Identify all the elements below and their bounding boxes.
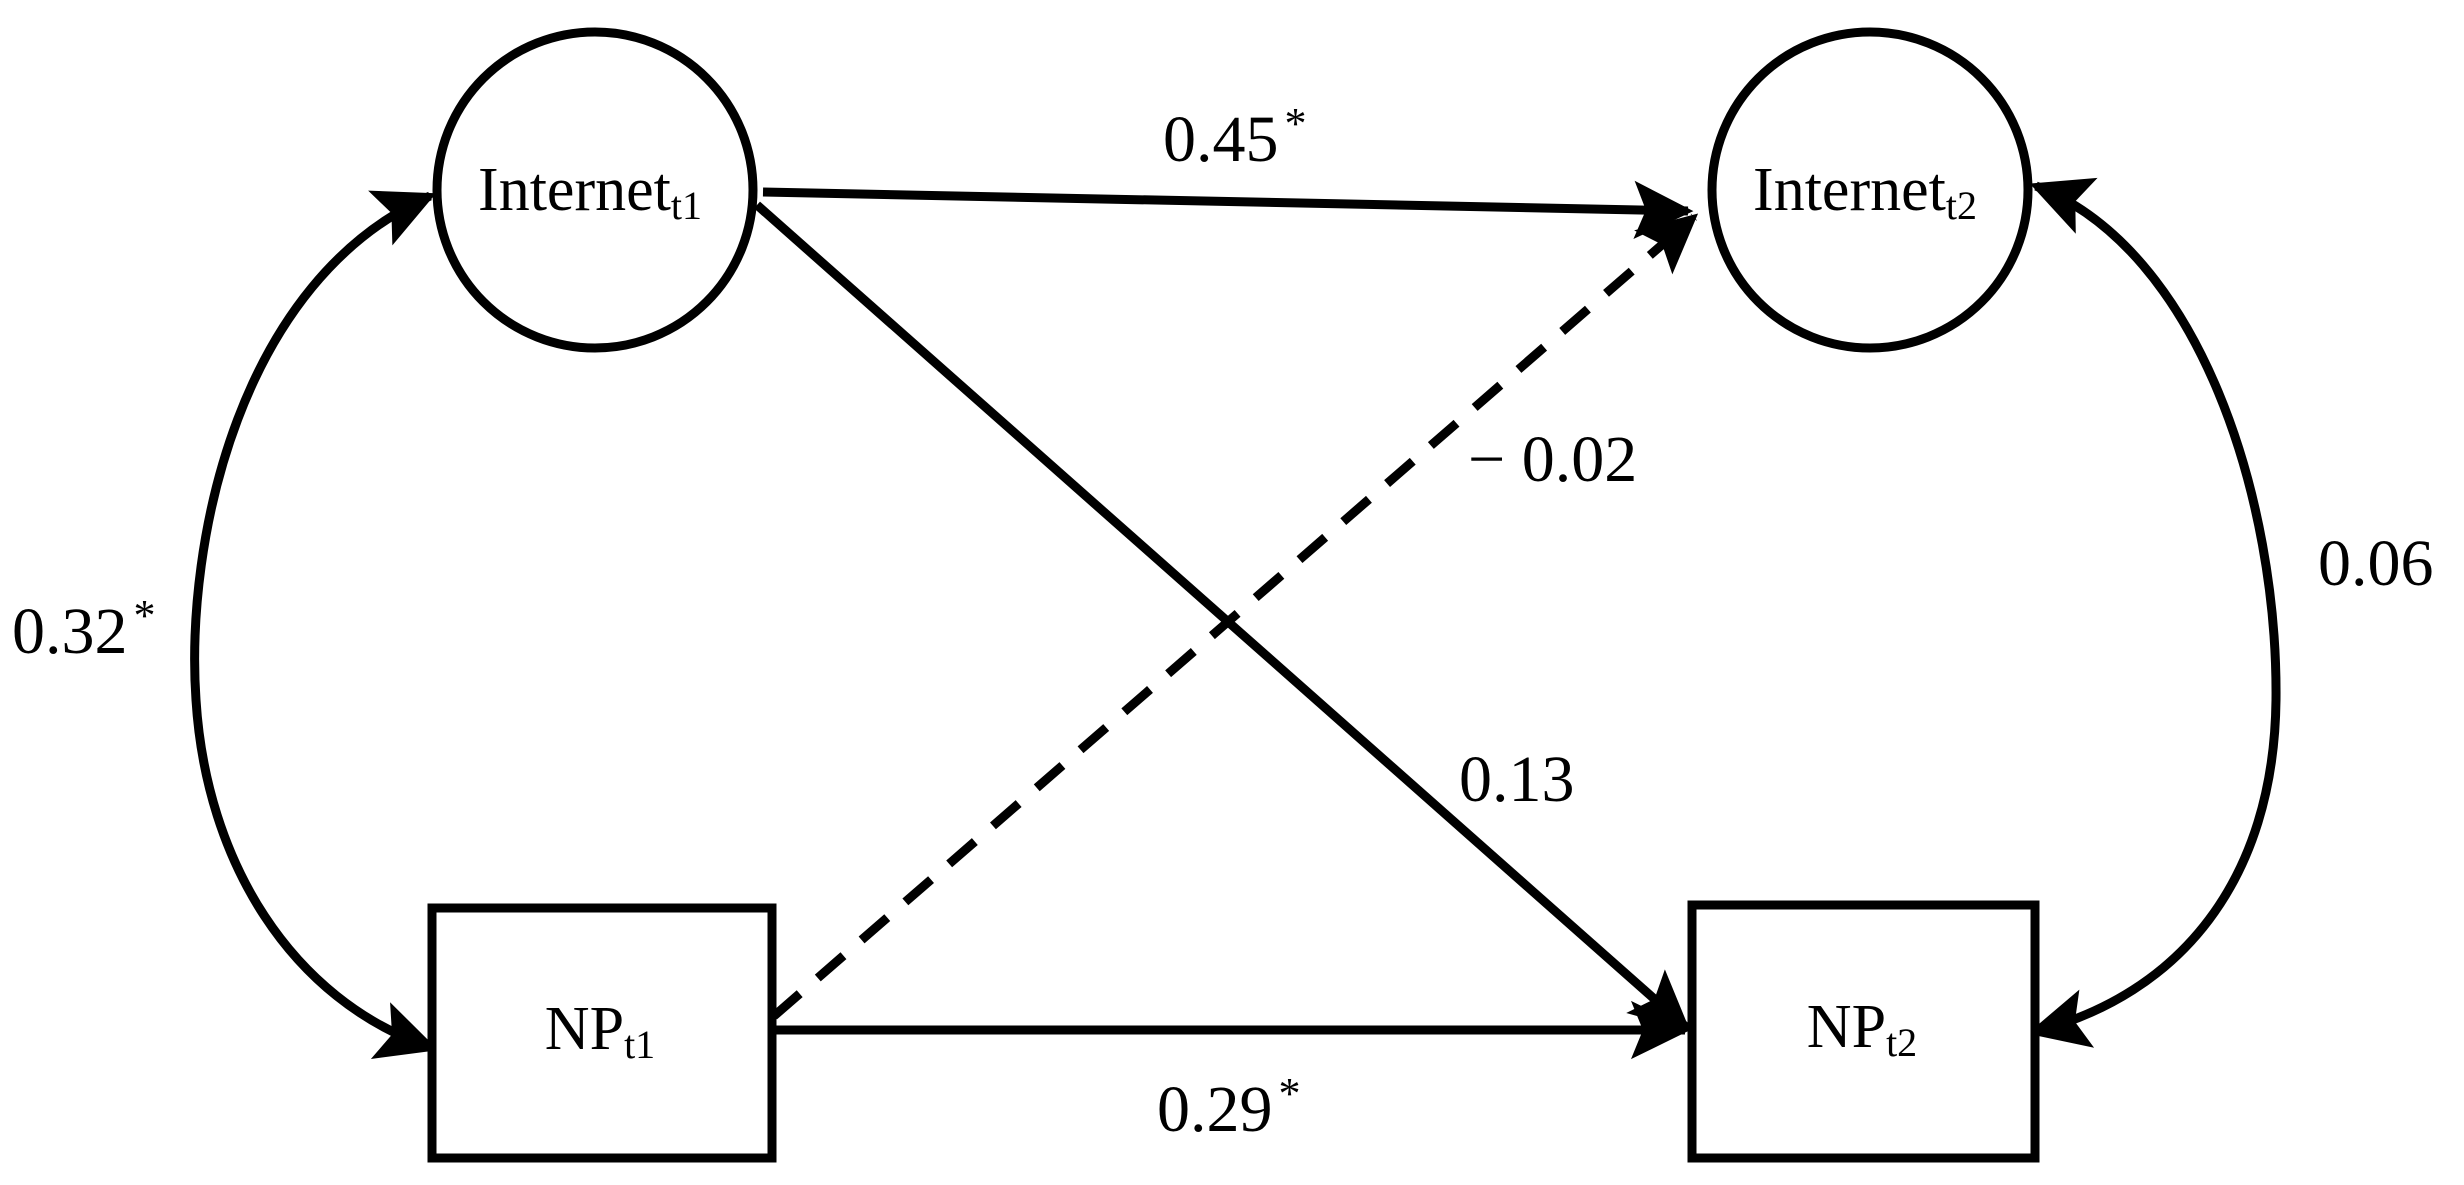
edge-label-value-045: 0.45 <box>1163 103 1279 176</box>
edge-internet-t1-with-np-t1 <box>190 190 439 1059</box>
edge-label-np-t1-to-internet-t2: − 0.02 <box>1468 418 1643 498</box>
node-np-t2-label-main: NP <box>1807 993 1886 1061</box>
node-np-t1-label-main: NP <box>545 995 624 1063</box>
edge-internet-t1-to-np-t2 <box>754 201 1691 1031</box>
edge-internet-t2-with-np-t2 <box>2027 177 2281 1048</box>
edge-label-internet-t1-to-internet-t2: 0.45* <box>1163 98 1307 178</box>
node-np-t2[interactable]: NPt2 <box>1687 900 2040 1163</box>
node-internet-t2[interactable]: Internett2 <box>1707 27 2033 353</box>
node-np-t2-label-sub: t2 <box>1886 1020 1917 1065</box>
node-np-t2-rect <box>1687 900 2040 1163</box>
node-np-t1[interactable]: NPt1 <box>427 903 777 1163</box>
node-internet-t1-label-main: Internet <box>478 156 671 224</box>
node-internet-t2-label: Internett2 <box>1753 156 1977 228</box>
node-internet-t1-label-sub: t1 <box>671 183 702 228</box>
node-internet-t2-label-sub: t2 <box>1946 183 1977 228</box>
edge-internet-t1-to-internet-t2 <box>762 180 1694 240</box>
node-internet-t1[interactable]: Internett1 <box>432 27 758 353</box>
edge-label-star-029: * <box>1278 1069 1301 1118</box>
edge-label-internet-t2-with-np-t2: 0.06 <box>2318 522 2440 602</box>
edge-label-value-006: 0.06 <box>2318 527 2434 600</box>
edge-np-t1-to-internet-t2 <box>771 213 1699 1020</box>
edge-label-value-032: 0.32 <box>12 595 128 668</box>
edge-label-internet-t1-with-np-t1: 0.32* <box>12 590 156 670</box>
edge-label-value-minus002: − 0.02 <box>1468 423 1638 496</box>
edge-label-np-t1-to-np-t2: 0.29* <box>1157 1068 1301 1148</box>
node-np-t1-label-sub: t1 <box>624 1022 655 1067</box>
node-internet-t2-circle <box>1707 27 2033 353</box>
edge-label-value-013: 0.13 <box>1459 743 1575 816</box>
node-np-t2-label: NPt2 <box>1807 993 1917 1065</box>
edge-label-internet-t1-to-np-t2: 0.13 <box>1459 738 1581 818</box>
node-internet-t1-label: Internett1 <box>478 156 702 228</box>
node-internet-t1-circle <box>432 27 758 353</box>
node-np-t1-rect <box>427 903 777 1163</box>
node-internet-t2-label-main: Internet <box>1753 156 1946 224</box>
node-np-t1-label: NPt1 <box>545 995 655 1067</box>
edge-label-value-029: 0.29 <box>1157 1073 1273 1146</box>
edge-label-star-045: * <box>1284 99 1307 148</box>
edge-label-star-032: * <box>133 591 156 640</box>
